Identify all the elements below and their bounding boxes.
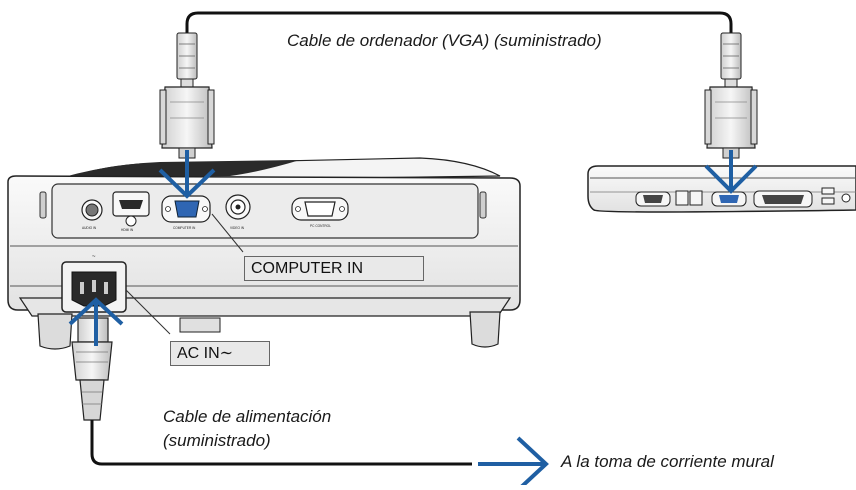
laptop — [587, 165, 856, 213]
video-in-port: VIDEO IN — [225, 194, 251, 230]
video-in-port-label: VIDEO IN — [230, 226, 245, 230]
ac-in-leader — [125, 289, 171, 335]
computer-in-port-label: COMPUTER IN — [173, 226, 196, 230]
wall-outlet-label: A la toma de corriente mural — [561, 452, 774, 471]
down-arrow-icon — [704, 150, 758, 194]
computer-in-leader — [211, 213, 244, 253]
vga-cable-label: Cable de ordenador (VGA) (suministrado) — [287, 31, 602, 50]
vga-plug-icon — [704, 32, 758, 159]
pc-control-port-label: PC CONTROL — [310, 224, 331, 228]
power-cable-label-line1: Cable de alimentación — [163, 407, 332, 426]
hdmi-in-port-label: HDMI IN — [121, 228, 134, 232]
power-cable-label-line2: (suministrado) — [163, 431, 271, 450]
svg-text:~: ~ — [92, 254, 96, 260]
computer-in-port: COMPUTER IN — [161, 195, 211, 230]
computer-in-label: COMPUTER IN — [244, 256, 424, 281]
hdmi-in-port: HDMI IN — [112, 191, 150, 232]
power-cable — [90, 420, 472, 466]
audio-in-port-label: AUDIO IN — [82, 226, 97, 230]
power-plug-icon — [71, 317, 113, 421]
up-arrow-icon — [68, 297, 124, 346]
down-arrow-icon — [158, 150, 216, 199]
pc-control-port: PC CONTROL — [291, 197, 349, 228]
vga-plug-icon — [159, 32, 215, 159]
right-arrow-icon — [478, 436, 549, 490]
vga-cable — [185, 11, 733, 44]
audio-in-port: AUDIO IN — [81, 199, 103, 230]
ac-in-label: AC IN∼ — [170, 341, 270, 366]
